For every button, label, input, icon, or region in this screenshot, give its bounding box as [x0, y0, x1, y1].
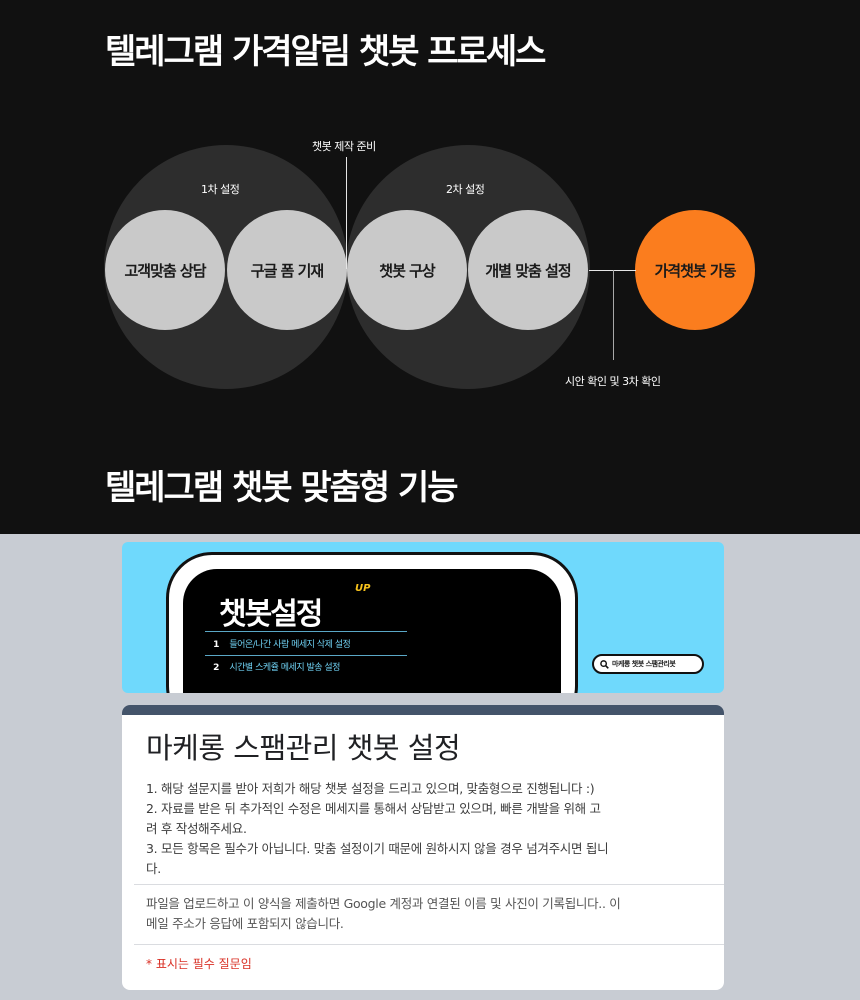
step-circle-consult: 고객맞춤 상담 [105, 210, 225, 330]
final-step-circle: 가격챗봇 가동 [635, 210, 755, 330]
banner-title: 챗봇설정 [219, 597, 323, 632]
features-title: 텔레그램 챗봇 맞춤형 기능 [105, 468, 459, 508]
step-label: 고객맞춤 상담 [124, 261, 206, 280]
step-circle-custom-setup: 개별 맞춤 설정 [468, 210, 588, 330]
step-circle-google-form: 구글 폼 기재 [227, 210, 347, 330]
connector-line-final [589, 270, 636, 271]
form-description: 1. 해당 설문지를 받아 저희가 해당 챗봇 설정을 드리고 있으며, 맞춤형… [146, 781, 609, 876]
step-label: 챗봇 구상 [379, 261, 435, 280]
banner-up-badge: UP [355, 583, 371, 594]
annotation-prep: 챗봇 제작 준비 [312, 140, 376, 153]
divider [134, 884, 724, 885]
required-note: * 표시는 필수 질문임 [146, 957, 252, 971]
form-header-bar [122, 705, 724, 715]
connector-line-review [613, 270, 614, 360]
process-section: 텔레그램 가격알림 챗봇 프로세스 1차 설정 2차 설정 고객맞춤 상담 구글… [0, 0, 860, 534]
banner-divider [205, 655, 407, 656]
final-step-label: 가격챗봇 가동 [654, 261, 736, 280]
chatbot-settings-banner: 챗봇설정 UP 1 들어온/나간 사람 메세지 삭제 설정 2 시간별 스케쥴 … [122, 542, 724, 693]
step-label: 구글 폼 기재 [250, 261, 324, 280]
banner-divider [205, 631, 407, 632]
group-label-1: 1차 설정 [201, 183, 240, 196]
form-account-notice: 파일을 업로드하고 이 양식을 제출하면 Google 계정과 연결된 이름 및… [146, 896, 621, 931]
form-title: 마케롱 스팸관리 챗봇 설정 [146, 731, 461, 765]
search-pill: 마케롱 챗봇 스팸관리봇 [592, 654, 704, 674]
search-icon [600, 659, 609, 669]
banner-item: 1 들어온/나간 사람 메세지 삭제 설정 [213, 640, 351, 650]
phone-screen: 챗봇설정 UP 1 들어온/나간 사람 메세지 삭제 설정 2 시간별 스케쥴 … [183, 569, 561, 693]
group-label-2: 2차 설정 [446, 183, 485, 196]
step-label: 개별 맞춤 설정 [485, 261, 571, 280]
connector-line-prep [346, 157, 347, 269]
phone-frame: 챗봇설정 UP 1 들어온/나간 사람 메세지 삭제 설정 2 시간별 스케쥴 … [166, 552, 578, 693]
process-title: 텔레그램 가격알림 챗봇 프로세스 [105, 32, 546, 72]
form-header-card: 마케롱 스팸관리 챗봇 설정 1. 해당 설문지를 받아 저희가 해당 챗봇 설… [122, 705, 724, 990]
banner-item: 2 시간별 스케쥴 메세지 발송 설정 [213, 663, 340, 673]
divider [134, 944, 724, 945]
step-circle-chatbot-plan: 챗봇 구상 [347, 210, 467, 330]
annotation-review: 시안 확인 및 3차 확인 [565, 375, 661, 388]
